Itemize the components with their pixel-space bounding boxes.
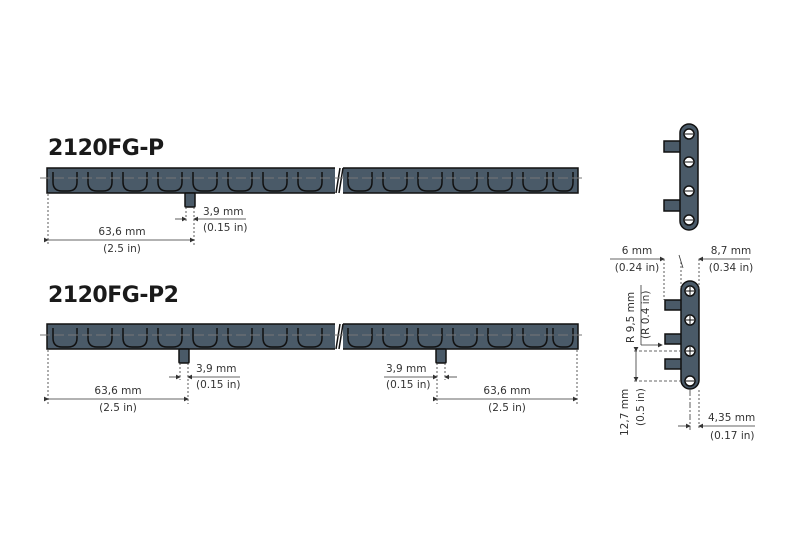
side-view-top [663,123,699,231]
side-view-dimensioned [664,280,700,390]
belt-2120fg-p2 [40,320,585,364]
dim-1-pitch-in: (2.5 in) [103,243,141,255]
dim-2-pitch-left-in: (2.5 in) [99,402,137,414]
dim-side-offset-in: (0.17 in) [710,430,755,442]
belt-2120fg-p [40,164,585,208]
dim-side-width-right-mm: 8,7 mm [710,245,752,257]
belt-1-dimension-lines [44,194,246,245]
model-title-2120fg-p: 2120FG-P [48,136,164,161]
dim-1-pin-mm: 3,9 mm [203,206,244,218]
dim-side-width-right-in: (0.34 in) [708,262,754,274]
dim-2-pitch-left-mm: 63,6 mm [94,385,142,397]
side-view-dimension-lines [610,254,755,430]
dim-side-width-left-in: (0.24 in) [614,262,660,274]
dim-2-pin-right-mm: 3,9 mm [386,363,427,375]
dim-side-pitch-in: (0.5 in) [635,388,647,426]
dim-side-width-left-mm: 6 mm [621,245,653,257]
dim-side-pitch-mm: 12,7 mm [619,388,631,436]
model-title-2120fg-p2: 2120FG-P2 [48,283,179,308]
dim-2-pin-left-mm: 3,9 mm [196,363,237,375]
dim-1-pitch-mm: 63,6 mm [98,226,146,238]
dim-2-pin-right-in: (0.15 in) [386,379,431,391]
dim-1-pin-in: (0.15 in) [203,222,248,234]
dim-side-radius-in: (R 0.4 in) [640,290,652,339]
dim-side-radius-mm: R 9,5 mm [625,291,637,343]
belt-2-dimension-lines [44,350,578,404]
dim-2-pitch-right-mm: 63,6 mm [483,385,531,397]
dim-2-pitch-right-in: (2.5 in) [488,402,526,414]
dim-side-offset-mm: 4,35 mm [708,412,756,424]
dim-2-pin-left-in: (0.15 in) [196,379,241,391]
